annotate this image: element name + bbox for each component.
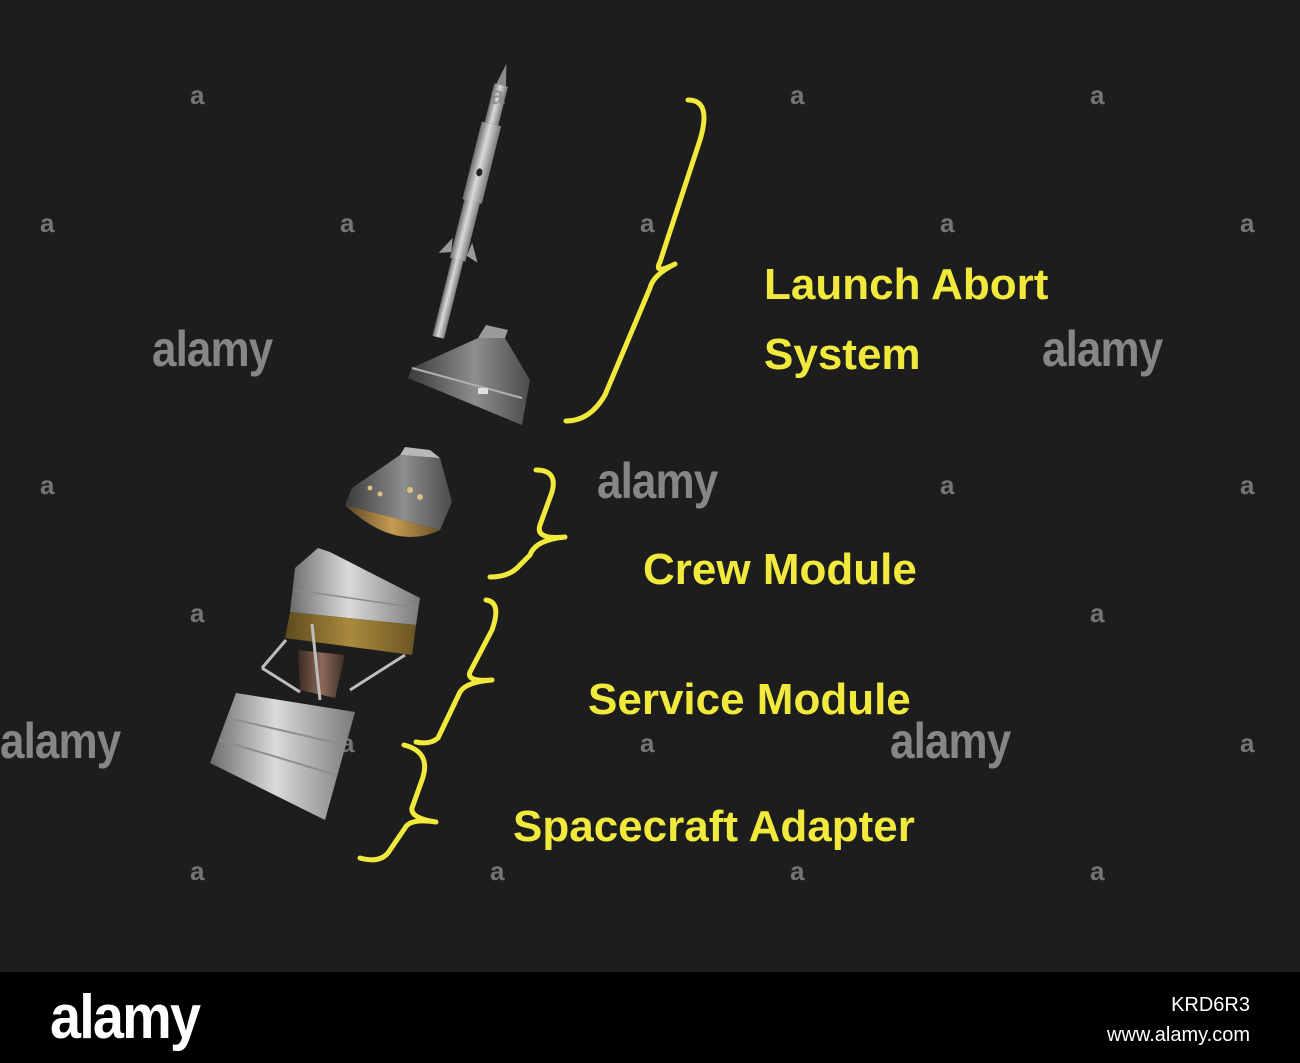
crew-module-brace <box>487 467 568 580</box>
spacecraft-adapter-brace <box>357 742 439 863</box>
service-module-brace <box>413 597 499 746</box>
watermark-glyph: a <box>1090 80 1105 110</box>
diagram-stage: Launch Abort System Crew Module Service … <box>0 63 1255 886</box>
watermark-glyph: a <box>1240 728 1255 758</box>
watermark-glyph: a <box>1240 470 1255 500</box>
watermark-glyph: a <box>940 208 955 238</box>
watermark-glyph: a <box>490 856 505 886</box>
crew-module-label: Crew Module <box>643 545 917 594</box>
watermark-word: alamy <box>152 321 273 377</box>
watermark-word: alamy <box>597 453 718 509</box>
service-module-label: Service Module <box>588 675 911 724</box>
watermark-glyph: a <box>640 728 655 758</box>
crew-module-illustration <box>345 447 452 538</box>
spacecraft-adapter-illustration <box>210 693 355 820</box>
spacecraft-diagram <box>210 63 707 863</box>
launch-abort-brace <box>563 97 707 424</box>
watermark-word: alamy <box>890 713 1011 769</box>
watermark-glyph: a <box>190 80 205 110</box>
watermark-glyph: a <box>190 598 205 628</box>
watermark-glyph: a <box>40 470 55 500</box>
spacecraft-adapter-label: Spacecraft Adapter <box>513 802 915 851</box>
watermark-glyph: a <box>340 208 355 238</box>
footer-bar: alamy KRD6R3 www.alamy.com <box>0 972 1300 1063</box>
watermark-glyph: a <box>1240 208 1255 238</box>
watermark-glyph: a <box>1090 598 1105 628</box>
footer-image-id: KRD6R3 <box>1171 994 1250 1016</box>
watermark-glyph: a <box>40 208 55 238</box>
watermark-glyph: a <box>190 856 205 886</box>
watermark-glyph: a <box>340 728 355 758</box>
footer-url: www.alamy.com <box>1107 1024 1250 1046</box>
watermark-glyph: a <box>490 80 505 110</box>
watermark-word: alamy <box>1042 321 1163 377</box>
watermark-word: alamy <box>0 713 121 769</box>
launch-abort-system-illustration <box>408 63 530 425</box>
launch-abort-label-line2: System <box>764 330 921 379</box>
launch-abort-label-line1: Launch Abort <box>764 260 1049 309</box>
watermark-glyph: a <box>1090 856 1105 886</box>
service-module-illustration <box>260 548 420 701</box>
watermark-glyph: a <box>940 470 955 500</box>
footer-logo: alamy <box>50 983 201 1052</box>
watermark-glyph: a <box>640 208 655 238</box>
watermark-glyph: a <box>790 856 805 886</box>
watermark-glyph: a <box>790 80 805 110</box>
